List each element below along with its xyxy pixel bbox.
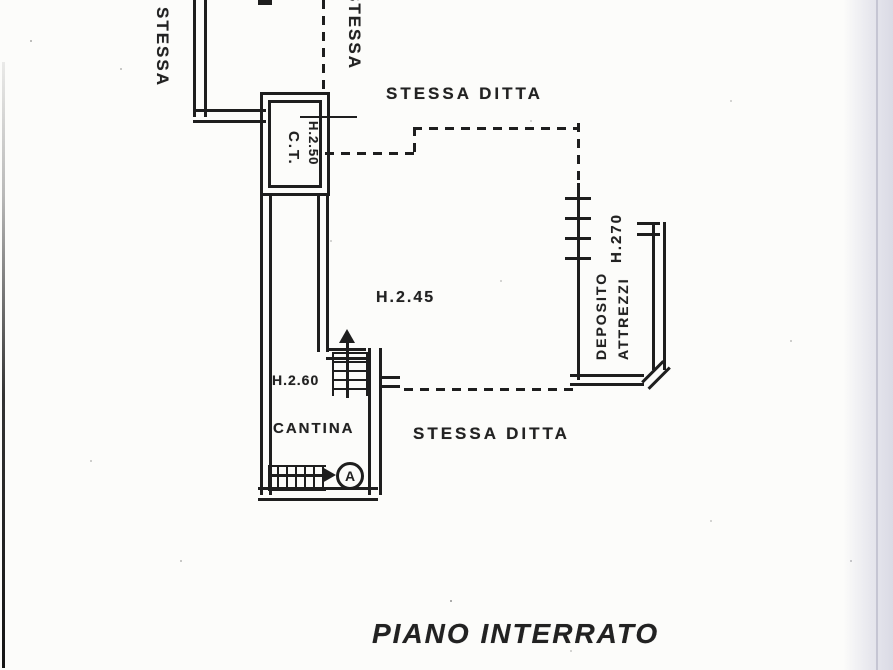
plan-caption: PIANO INTERRATO bbox=[372, 618, 660, 649]
label-stessa-left: STESSA bbox=[153, 7, 172, 88]
room-label-cantina: CANTINA bbox=[273, 420, 355, 437]
dashed-boundary bbox=[404, 388, 574, 391]
wall-segment bbox=[260, 193, 272, 495]
dashed-boundary bbox=[413, 127, 580, 130]
scan-edge-line-right bbox=[876, 0, 878, 670]
stair-marker-label: A bbox=[344, 468, 356, 484]
stair-direction-line bbox=[272, 474, 324, 477]
room-label-ct: C.T. bbox=[285, 131, 302, 166]
wall-segment bbox=[193, 0, 207, 117]
wall-segment bbox=[368, 348, 382, 495]
room-ct-inner-wall bbox=[268, 100, 322, 188]
height-label-main: H.2.45 bbox=[376, 289, 436, 306]
stair-direction-line bbox=[346, 342, 349, 398]
scan-noise bbox=[30, 40, 32, 42]
scan-edge-shadow-right bbox=[843, 0, 893, 670]
dashed-boundary bbox=[325, 152, 417, 155]
wall-segment bbox=[637, 222, 660, 236]
label-stessa-ditta-lower: STESSA DITTA bbox=[413, 424, 570, 443]
height-label-ct: H.2.50 bbox=[306, 121, 321, 166]
dashed-boundary bbox=[322, 0, 325, 93]
staircase-down bbox=[268, 465, 326, 491]
wall-segment bbox=[570, 374, 644, 386]
door-line bbox=[300, 116, 357, 118]
wall-stub-top bbox=[258, 0, 272, 5]
right-arrow-icon bbox=[322, 467, 336, 483]
room-ct-outer-wall bbox=[260, 92, 330, 196]
stair-marker-a: A bbox=[336, 462, 364, 490]
wall-segment bbox=[193, 109, 266, 123]
wall-segment bbox=[382, 376, 400, 388]
height-label-cantina: H.2.60 bbox=[272, 372, 320, 388]
room-label-deposito-line2: ATTREZZI bbox=[615, 277, 631, 360]
wall-segment bbox=[317, 193, 329, 352]
label-stessa-ditta-upper: STESSA DITTA bbox=[386, 84, 543, 103]
boundary-line bbox=[577, 183, 580, 380]
boundary-tick-marks bbox=[565, 180, 591, 276]
wall-segment bbox=[652, 222, 666, 370]
dashed-boundary bbox=[577, 123, 580, 183]
up-arrow-icon bbox=[339, 329, 355, 343]
scan-edge-line-left bbox=[2, 62, 5, 668]
room-label-deposito-line1: DEPOSITO bbox=[593, 271, 609, 360]
dashed-boundary bbox=[413, 127, 416, 155]
label-stessa-top-right: STESSA bbox=[345, 0, 364, 71]
height-label-deposito: H.270 bbox=[608, 212, 625, 263]
staircase-up bbox=[332, 352, 368, 396]
